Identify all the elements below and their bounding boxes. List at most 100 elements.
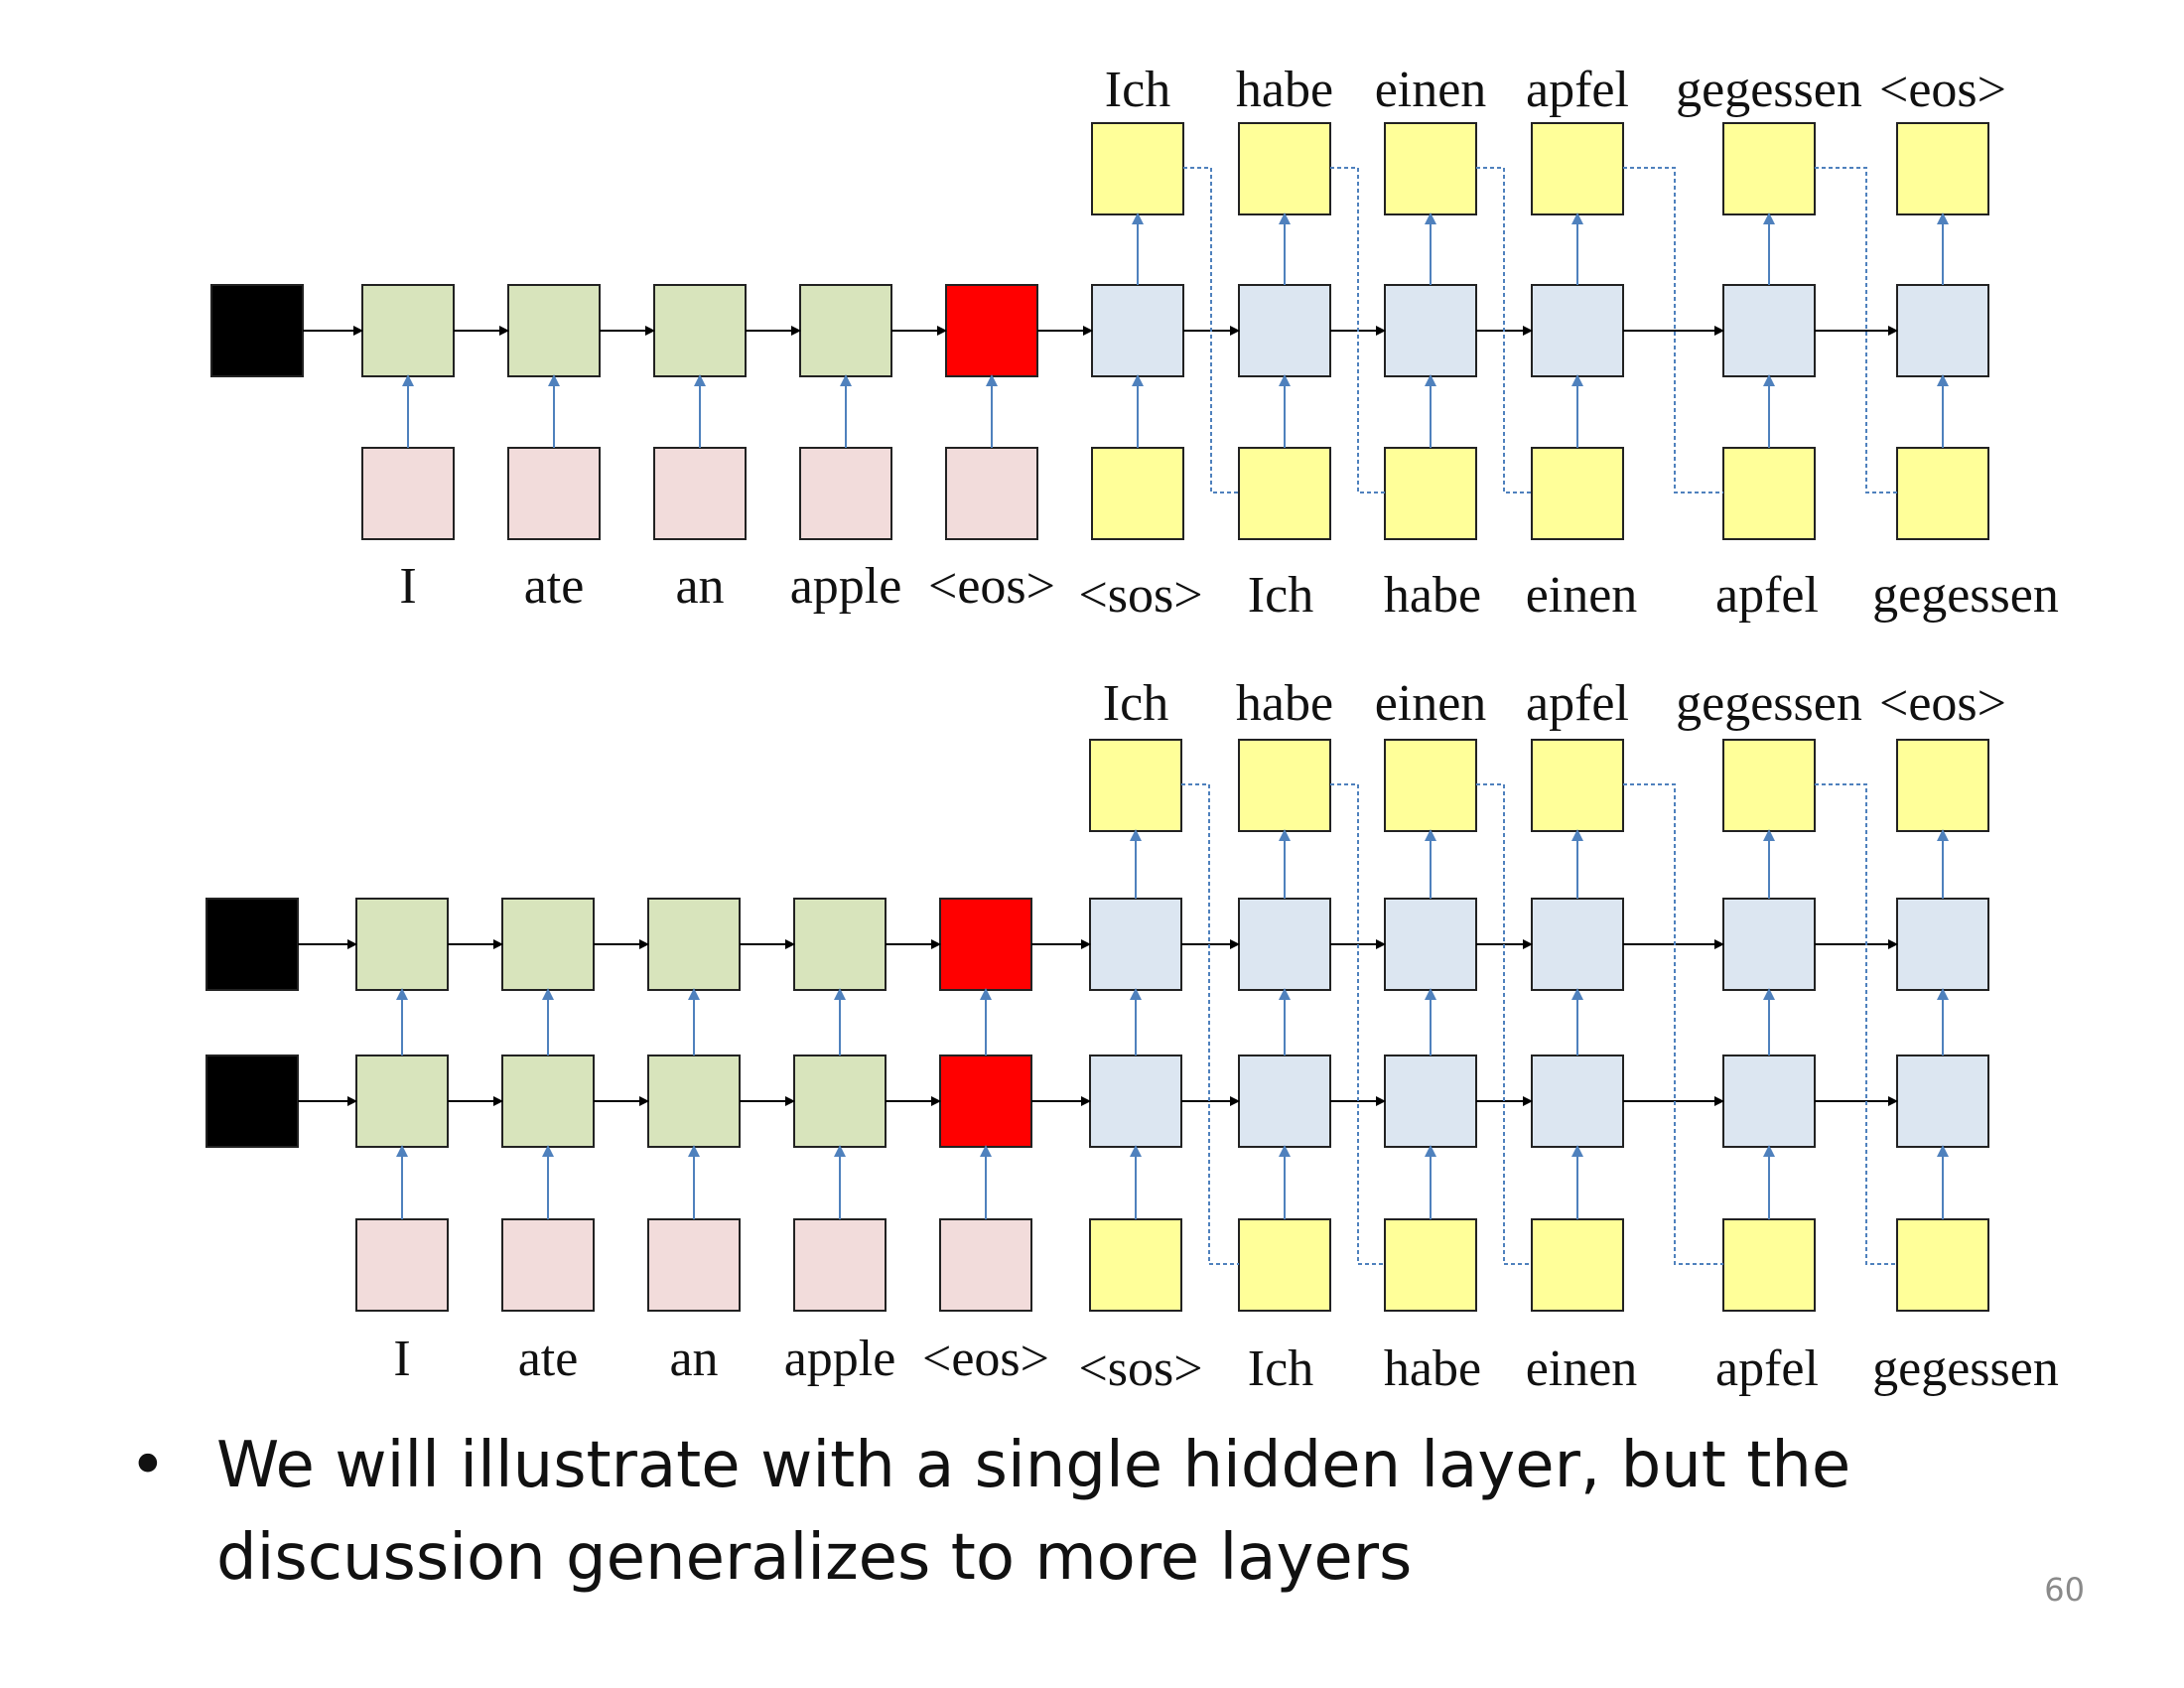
bullet-dot-icon: • bbox=[129, 1429, 167, 1502]
output-word-box bbox=[1089, 739, 1182, 832]
decoder-state-box bbox=[1896, 1055, 1989, 1148]
feedback-link bbox=[1815, 783, 1897, 1265]
decoder-state-box bbox=[1531, 284, 1624, 377]
sentence-end-state-box bbox=[945, 284, 1038, 377]
decoder-input-word-label: apfel bbox=[1715, 1340, 1819, 1397]
feedback-link bbox=[1476, 783, 1532, 1265]
decoder-input-box bbox=[1384, 447, 1477, 540]
feedback-link bbox=[1330, 167, 1385, 493]
output-word-box bbox=[1722, 739, 1816, 832]
decoder-input-word-label: <sos> bbox=[1078, 567, 1202, 624]
decoder-input-box bbox=[1089, 1218, 1182, 1312]
output-word-box bbox=[1384, 122, 1477, 215]
output-word-box bbox=[1091, 122, 1184, 215]
decoder-state-box bbox=[1384, 1055, 1477, 1148]
decoder-input-word-label: einen bbox=[1526, 567, 1638, 624]
decoder-input-box bbox=[1896, 1218, 1989, 1312]
feedback-link bbox=[1181, 783, 1239, 1265]
output-word-label: gegessen bbox=[1676, 62, 1862, 118]
decoder-state-box bbox=[1238, 1055, 1331, 1148]
decoder-input-box bbox=[1531, 1218, 1624, 1312]
output-word-label: habe bbox=[1236, 675, 1333, 732]
decoder-state-box bbox=[1089, 898, 1182, 991]
decoder-input-box bbox=[1384, 1218, 1477, 1312]
source-word-label: I bbox=[399, 558, 416, 615]
output-word-label: gegessen bbox=[1676, 675, 1862, 732]
output-word-label: einen bbox=[1375, 675, 1487, 732]
source-word-label: ate bbox=[518, 1331, 579, 1387]
encoder-state-box bbox=[507, 284, 601, 377]
output-word-box bbox=[1238, 122, 1331, 215]
feedback-link bbox=[1183, 167, 1239, 493]
source-word-label: <eos> bbox=[922, 1331, 1049, 1387]
source-input-box bbox=[507, 447, 601, 540]
source-input-box bbox=[799, 447, 892, 540]
output-word-label: Ich bbox=[1105, 62, 1170, 118]
decoder-input-word-label: Ich bbox=[1248, 1340, 1313, 1397]
encoder-state-box bbox=[793, 898, 887, 991]
decoder-input-word-label: gegessen bbox=[1872, 567, 2059, 624]
feedback-link bbox=[1330, 783, 1385, 1265]
source-word-label: an bbox=[669, 1331, 718, 1387]
source-input-box bbox=[355, 1218, 449, 1312]
decoder-input-word-label: Ich bbox=[1248, 567, 1313, 624]
encoder-state-box bbox=[355, 898, 449, 991]
source-word-label: <eos> bbox=[928, 558, 1055, 615]
output-word-box bbox=[1896, 122, 1989, 215]
decoder-state-box bbox=[1384, 284, 1477, 377]
source-word-label: apple bbox=[790, 558, 902, 615]
initial-state-box bbox=[210, 284, 304, 377]
source-input-box bbox=[939, 1218, 1032, 1312]
decoder-state-box bbox=[1896, 898, 1989, 991]
decoder-input-word-label: apfel bbox=[1715, 567, 1819, 624]
feedback-link bbox=[1815, 167, 1897, 493]
decoder-state-box bbox=[1896, 284, 1989, 377]
source-word-label: ate bbox=[524, 558, 585, 615]
output-word-box bbox=[1531, 122, 1624, 215]
decoder-input-box bbox=[1531, 447, 1624, 540]
decoder-state-box bbox=[1238, 284, 1331, 377]
decoder-input-word-label: habe bbox=[1384, 567, 1481, 624]
output-word-label: habe bbox=[1236, 62, 1333, 118]
decoder-input-box bbox=[1238, 1218, 1331, 1312]
encoder-state-box bbox=[647, 898, 741, 991]
decoder-input-word-label: habe bbox=[1384, 1340, 1481, 1397]
decoder-state-box bbox=[1722, 898, 1816, 991]
sentence-end-state-box bbox=[939, 1055, 1032, 1148]
bullet-text: We will illustrate with a single hidden … bbox=[216, 1429, 1851, 1595]
decoder-state-box bbox=[1531, 1055, 1624, 1148]
source-word-label: I bbox=[393, 1331, 410, 1387]
encoder-state-box bbox=[355, 1055, 449, 1148]
encoder-state-box bbox=[501, 898, 595, 991]
output-word-box bbox=[1384, 739, 1477, 832]
encoder-state-box bbox=[799, 284, 892, 377]
output-word-label: <eos> bbox=[1879, 62, 2006, 118]
source-word-label: an bbox=[675, 558, 724, 615]
output-word-label: apfel bbox=[1526, 62, 1629, 118]
source-input-box bbox=[793, 1218, 887, 1312]
source-input-box bbox=[361, 447, 455, 540]
decoder-state-box bbox=[1238, 898, 1331, 991]
output-word-box bbox=[1238, 739, 1331, 832]
initial-state-box bbox=[205, 898, 299, 991]
decoder-state-box bbox=[1722, 1055, 1816, 1148]
output-word-box bbox=[1896, 739, 1989, 832]
output-word-box bbox=[1722, 122, 1816, 215]
page-number: 60 bbox=[2044, 1571, 2085, 1609]
decoder-input-word-label: gegessen bbox=[1872, 1340, 2059, 1397]
encoder-state-box bbox=[647, 1055, 741, 1148]
output-word-label: apfel bbox=[1526, 675, 1629, 732]
initial-state-box bbox=[205, 1055, 299, 1148]
output-word-box bbox=[1531, 739, 1624, 832]
output-word-label: <eos> bbox=[1879, 675, 2006, 732]
output-word-label: einen bbox=[1375, 62, 1487, 118]
decoder-state-box bbox=[1384, 898, 1477, 991]
encoder-state-box bbox=[653, 284, 747, 377]
source-input-box bbox=[647, 1218, 741, 1312]
encoder-state-box bbox=[501, 1055, 595, 1148]
decoder-input-word-label: einen bbox=[1526, 1340, 1638, 1397]
decoder-input-box bbox=[1238, 447, 1331, 540]
